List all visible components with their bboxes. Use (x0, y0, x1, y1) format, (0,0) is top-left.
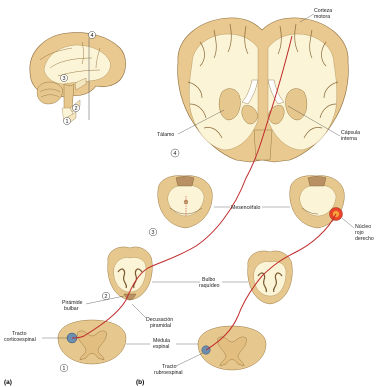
label-raquideo: raquídeo (199, 283, 220, 289)
level-2-number-a: 2 (75, 106, 78, 112)
label-piramidal: piramidal (150, 323, 171, 329)
panel-b-label: (b) (136, 379, 144, 386)
panel-a-label: (a) (4, 379, 12, 386)
level-2-number-b: 2 (104, 294, 107, 300)
coronal-section: 4 (171, 18, 348, 162)
medulla-section-right (248, 251, 293, 304)
label-mesencefalo: Mesencéfalo (231, 205, 261, 211)
label-espinal: espinal (153, 344, 169, 350)
medulla-section-left: 2 (102, 247, 152, 300)
spinal-cord-section-left: 1 (58, 320, 126, 372)
label-talamo: Tálamo (157, 132, 174, 138)
label-tracto-cs-2: corticoespinal (4, 337, 36, 343)
label-motora: motora (314, 14, 330, 20)
label-tracto-rs-2: rubroespinal (154, 370, 183, 376)
label-derecho: derecho (355, 236, 374, 242)
midbrain-section-right (290, 176, 345, 228)
sagittal-brain: 4 3 2 1 (30, 31, 126, 125)
level-3-number-b: 3 (151, 230, 154, 236)
label-interna: interna (341, 136, 357, 142)
level-4-number-a: 4 (91, 33, 94, 39)
level-4-number-b: 4 (173, 151, 176, 157)
label-bulbar: bulbar (64, 306, 79, 312)
level-3-number-a: 3 (63, 76, 66, 82)
midbrain-section-left: 3 (149, 176, 212, 236)
level-1-number-b: 1 (62, 366, 65, 372)
level-1-number-a: 1 (66, 119, 69, 125)
